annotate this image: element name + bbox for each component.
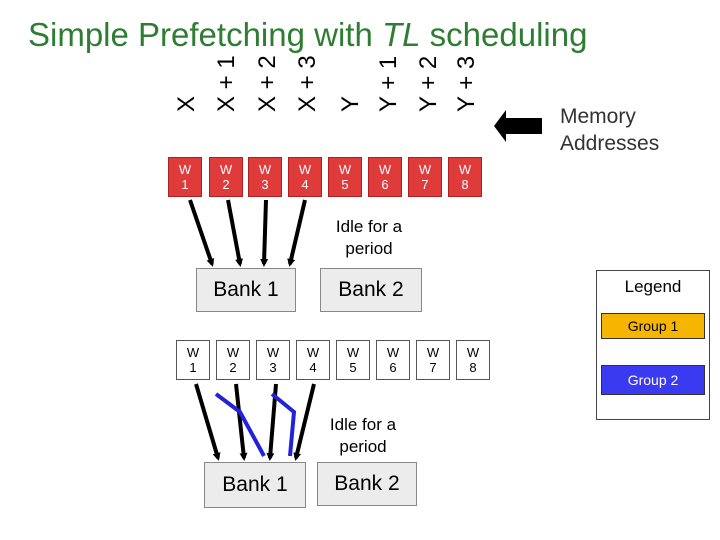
group-2-arrow: [270, 392, 297, 457]
legend-group-2: Group 2: [601, 365, 705, 395]
legend-group-1: Group 1: [601, 313, 705, 339]
legend: Legend Group 1 Group 2: [596, 270, 710, 420]
bank-1-box: Bank 1: [204, 462, 306, 508]
access-arrow: [194, 383, 221, 461]
access-arrow: [226, 199, 244, 267]
group-2-arrow: [214, 392, 266, 457]
access-arrow: [188, 199, 215, 267]
access-arrow: [260, 199, 269, 267]
legend-title: Legend: [624, 277, 682, 296]
access-arrow: [287, 199, 307, 267]
memory-address-arrow: [494, 110, 542, 142]
bank-2-box: Bank 2: [317, 462, 417, 506]
access-arrow: [293, 383, 316, 461]
bank-2-box: Bank 2: [320, 268, 422, 312]
page-title: Simple Prefetching with TL scheduling: [28, 16, 588, 53]
access-arrow: [234, 383, 248, 461]
bank-1-box: Bank 1: [196, 268, 296, 312]
memory-addresses-label: Memory Addresses: [560, 105, 660, 155]
